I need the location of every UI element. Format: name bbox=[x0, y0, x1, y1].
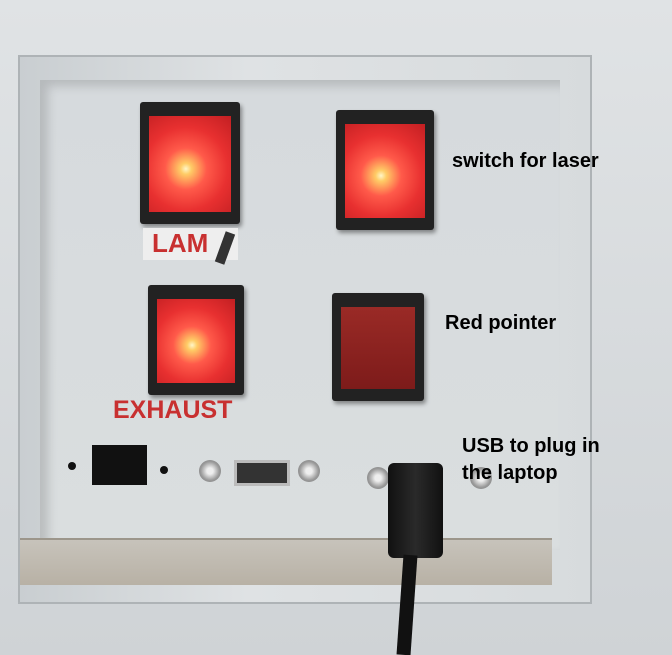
lam-label: LAM bbox=[152, 228, 209, 258]
red-pointer-switch[interactable] bbox=[332, 293, 424, 401]
panel-ledge bbox=[20, 538, 552, 585]
black-port bbox=[92, 445, 147, 485]
annotation-usb-line2: the laptop bbox=[462, 462, 558, 484]
screw bbox=[367, 467, 389, 489]
lam-switch[interactable] bbox=[140, 102, 240, 224]
usb-plug bbox=[388, 463, 443, 558]
panel-hole bbox=[68, 462, 76, 470]
annotation-pointer: Red pointer bbox=[445, 312, 557, 334]
usb-port[interactable] bbox=[234, 460, 290, 486]
annotation-usb-line1: USB to plug in bbox=[462, 435, 600, 457]
panel-hole bbox=[160, 466, 168, 474]
laser-switch[interactable] bbox=[336, 110, 434, 230]
exhaust-label: EXHAUST bbox=[113, 396, 233, 424]
annotation-laser: switch for laser bbox=[452, 150, 599, 172]
exhaust-switch[interactable] bbox=[148, 285, 244, 395]
screw bbox=[199, 460, 221, 482]
screw bbox=[470, 467, 492, 489]
screw bbox=[298, 460, 320, 482]
